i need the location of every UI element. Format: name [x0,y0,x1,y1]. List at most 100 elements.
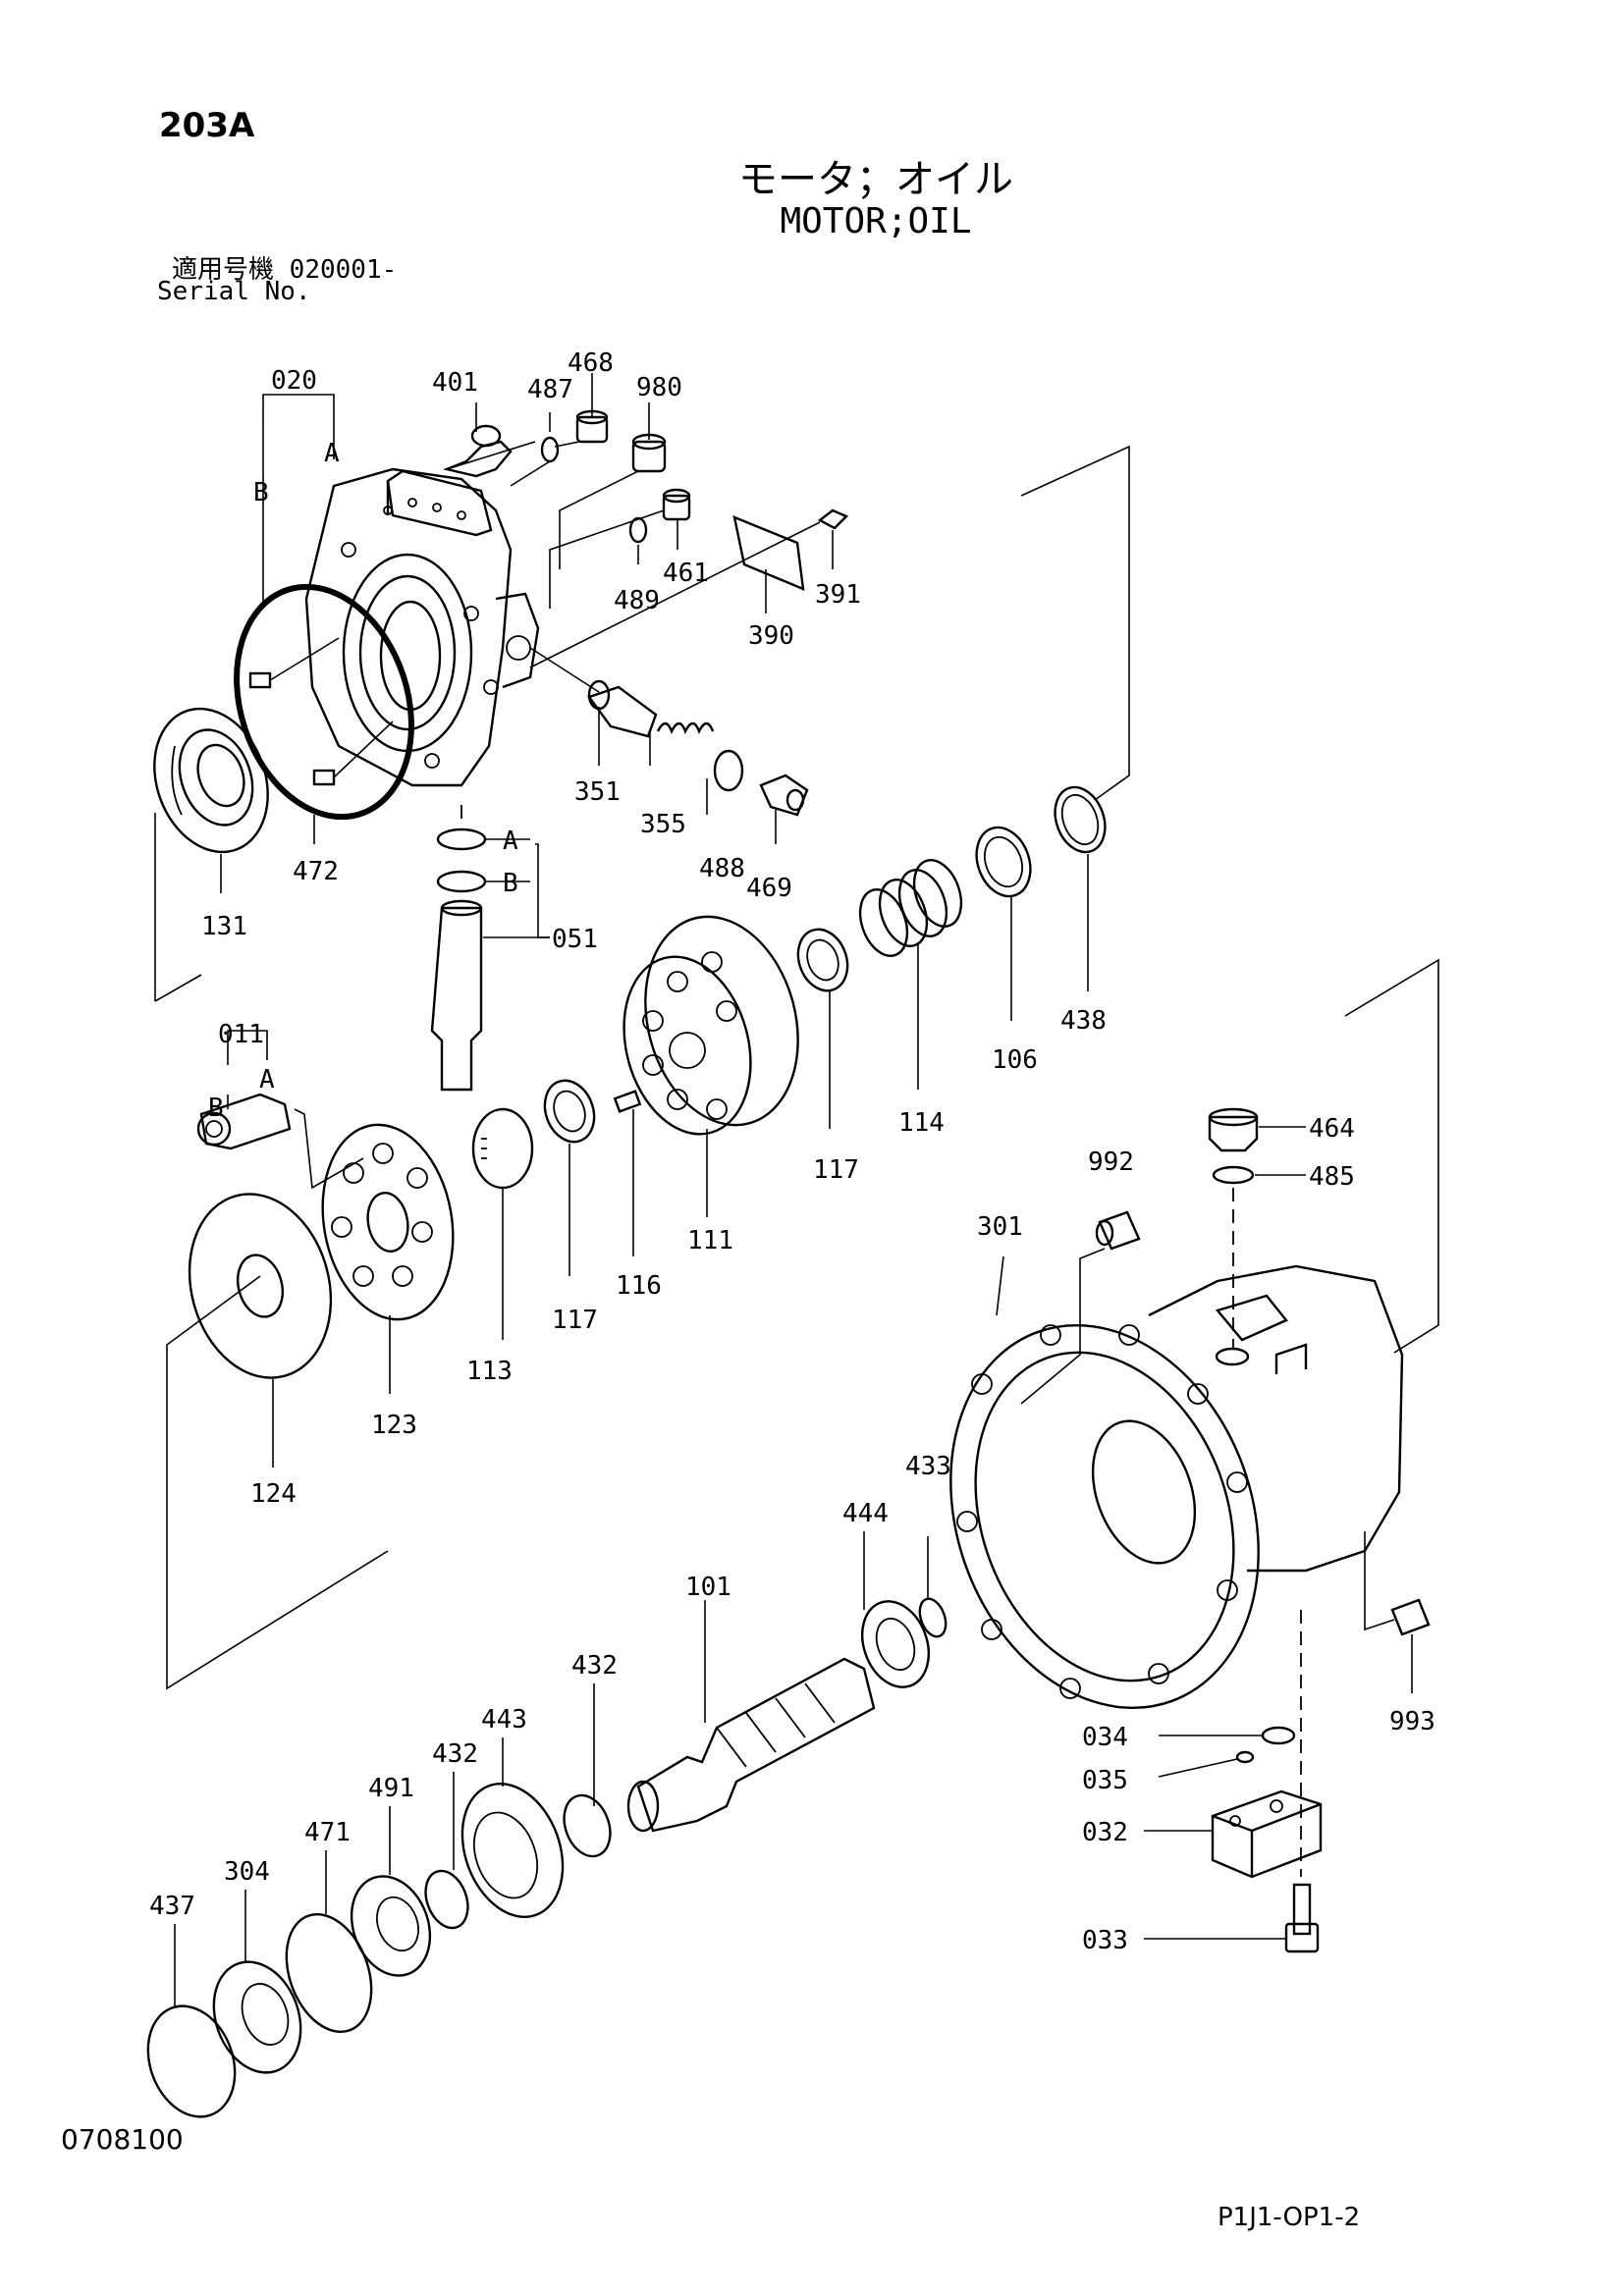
label-438: 438 [1060,1006,1107,1036]
label-432-lower: 432 [432,1739,478,1769]
label-106: 106 [992,1045,1038,1075]
page-code: 203A [159,106,255,145]
label-114: 114 [898,1108,945,1138]
label-113: 113 [466,1357,513,1386]
label-471: 471 [304,1818,351,1847]
pin-upper [248,671,272,689]
label-488: 488 [699,854,745,883]
piston-assembly-011 [196,1093,292,1150]
label-131: 131 [201,912,247,941]
label-468: 468 [568,348,614,378]
label-469: 469 [746,874,792,903]
marker-b-020: B [253,478,269,507]
retainer-plate-123 [321,1123,455,1321]
label-487: 487 [527,375,573,404]
washer-117-upper [796,928,849,992]
label-020: 020 [271,366,317,396]
label-124: 124 [250,1479,297,1509]
o-ring-488 [713,749,744,792]
valve-casing-020 [304,467,540,787]
label-437: 437 [149,1892,195,1921]
drive-shaft-101 [626,1657,876,1833]
label-391: 391 [815,580,861,610]
document-number: 0708100 [61,2123,184,2156]
o-ring-034 [1261,1726,1296,1745]
label-433: 433 [905,1452,951,1481]
cylinder-block-111 [623,915,799,1136]
label-304: 304 [224,1857,270,1887]
cover-304 [212,1960,302,2074]
title-english: MOTOR;OIL [780,201,972,241]
label-993: 993 [1389,1707,1435,1736]
label-355: 355 [640,810,686,839]
serial-line-japanese: 適用号機 020001- [172,249,397,286]
plug-464 [1208,1107,1259,1152]
bearing-444 [861,1600,930,1688]
label-432-upper: 432 [571,1651,618,1681]
shaft-051 [430,828,487,1092]
o-ring-471 [285,1912,373,2034]
valve-plate-131 [153,707,269,854]
label-992: 992 [1088,1148,1134,1177]
label-491: 491 [368,1774,414,1803]
label-111: 111 [687,1226,733,1255]
marker-b-011: B [208,1094,224,1123]
o-ring-487 [540,436,560,463]
label-485: 485 [1309,1162,1355,1192]
label-051: 051 [552,925,598,954]
label-401: 401 [432,368,478,398]
snap-ring-432-lower [424,1869,469,1930]
bearing-443 [460,1783,565,1918]
label-116: 116 [616,1271,662,1301]
name-plate-390 [732,515,805,591]
plug-461 [662,488,691,521]
label-489: 489 [614,586,660,615]
figure-reference: P1J1-OP1-2 [1218,2203,1361,2232]
o-ring-485 [1212,1165,1255,1185]
label-464: 464 [1309,1114,1355,1144]
retainer-106 [975,826,1032,898]
spherical-bushing-113 [471,1107,534,1190]
title-japanese: モータ；オイル [738,157,1013,202]
pin-lower [312,769,336,786]
label-444: 444 [842,1499,889,1528]
label-980: 980 [636,373,682,402]
bolt-401 [443,424,513,478]
casing-301 [949,1264,1404,1710]
label-034: 034 [1082,1723,1128,1752]
snap-ring-432-upper [563,1793,612,1858]
snap-ring-433 [918,1597,947,1638]
snap-ring-437 [146,2004,237,2118]
label-472: 472 [293,857,339,886]
plug-469 [759,774,809,817]
label-123: 123 [371,1411,417,1440]
label-443: 443 [481,1705,527,1735]
plug-992 [1095,1210,1141,1251]
label-035: 035 [1082,1766,1128,1795]
serial-label-english: Serial No. [157,277,311,306]
plug-980 [631,433,667,473]
spring-114 [858,859,963,957]
snap-ring-438 [1054,785,1107,854]
label-461: 461 [663,559,709,588]
label-301: 301 [977,1212,1023,1242]
serial-value: 020001- [289,255,398,285]
block-032 [1211,1789,1323,1879]
label-011: 011 [218,1020,264,1049]
label-117-upper: 117 [813,1155,859,1185]
marker-a-011: A [259,1065,275,1095]
marker-b-051: B [503,869,518,898]
spring-355 [656,721,715,734]
label-032: 032 [1082,1818,1128,1847]
screw-391 [817,508,849,530]
o-ring-472 [234,583,414,821]
marker-a-020: A [324,439,340,468]
bolt-033 [1284,1883,1320,1953]
marker-a-051: A [503,827,518,856]
pin-116 [613,1090,642,1113]
o-ring-035 [1235,1750,1255,1764]
label-117-lower: 117 [552,1306,598,1335]
serial-label-jp: 適用号機 [172,255,275,285]
plug-993 [1390,1598,1431,1636]
